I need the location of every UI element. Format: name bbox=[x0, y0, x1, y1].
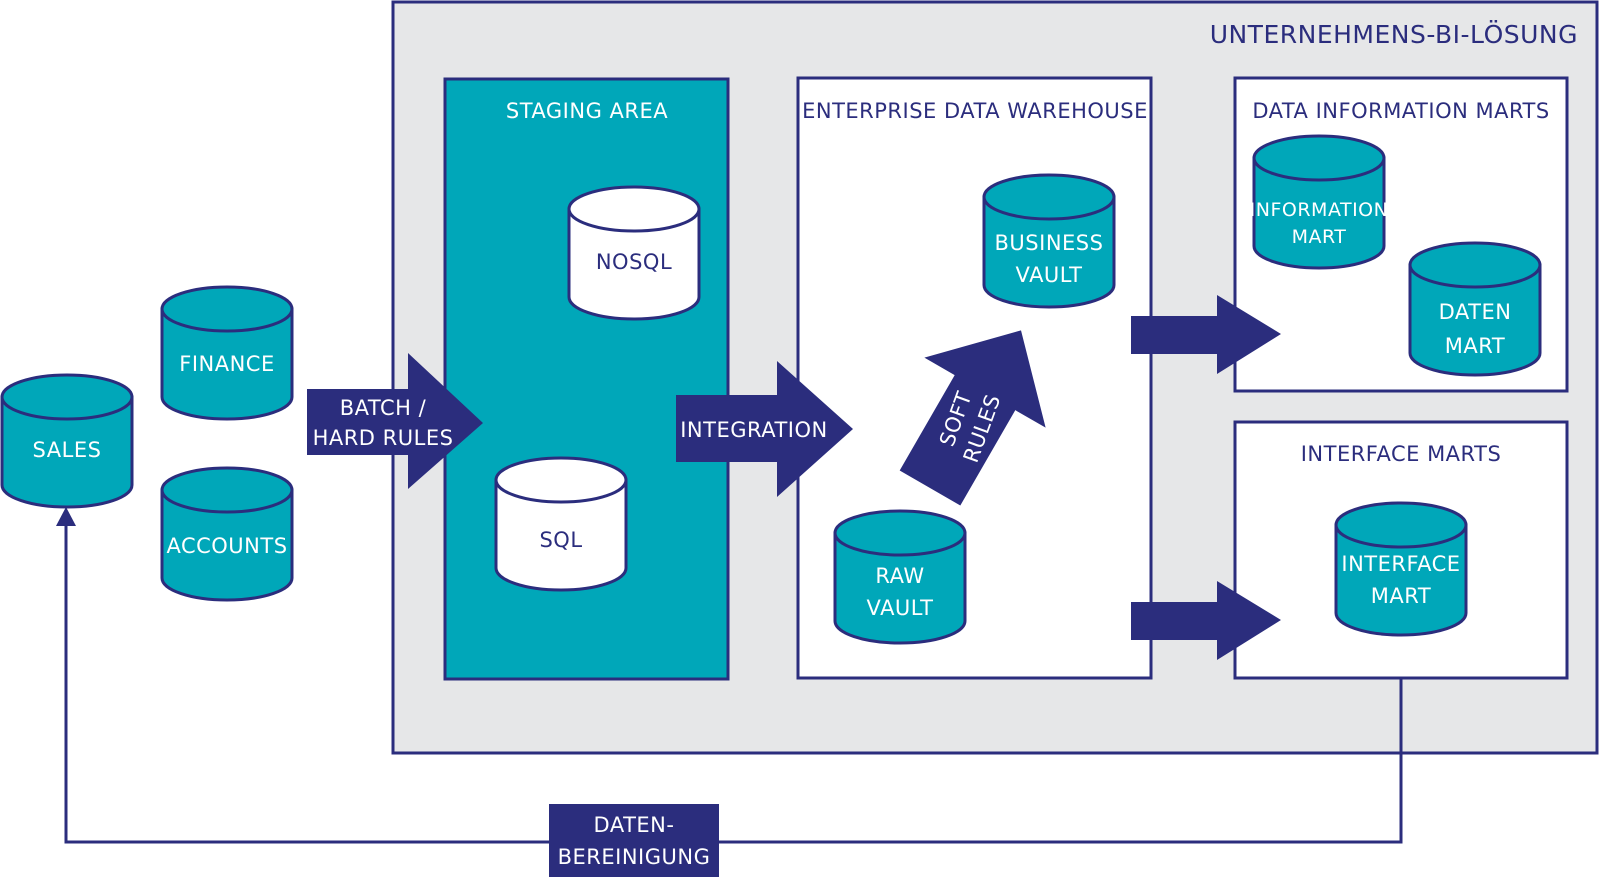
finance-label: FINANCE bbox=[179, 352, 275, 376]
integration-label: INTEGRATION bbox=[680, 418, 828, 442]
data-cleansing-label-box: DATEN- BEREINIGUNG bbox=[549, 804, 719, 877]
finance-cylinder: FINANCE bbox=[160, 285, 294, 421]
accounts-label: ACCOUNTS bbox=[166, 534, 287, 558]
batch-label-1: BATCH / bbox=[340, 396, 427, 420]
daten-mart-label-1: DATEN bbox=[1439, 300, 1512, 324]
business-vault-cylinder: BUSINESS VAULT bbox=[982, 173, 1116, 309]
raw-vault-cylinder: RAW VAULT bbox=[833, 509, 967, 645]
integration-arrow: INTEGRATION bbox=[676, 361, 853, 497]
arrow-to-interface-marts bbox=[1131, 581, 1281, 660]
accounts-cylinder: ACCOUNTS bbox=[160, 466, 294, 602]
information-mart-label-1: INFORMATION bbox=[1250, 199, 1389, 221]
sales-label: SALES bbox=[33, 438, 102, 462]
data-cleansing-label-1: DATEN- bbox=[594, 813, 675, 837]
batch-hard-rules-arrow: BATCH / HARD RULES bbox=[307, 353, 483, 489]
edw-title: ENTERPRISE DATA WAREHOUSE bbox=[802, 99, 1148, 123]
information-mart-label-2: MART bbox=[1292, 226, 1347, 248]
daten-mart-cylinder: DATEN MART bbox=[1408, 241, 1542, 377]
nosql-label: NOSQL bbox=[596, 250, 672, 274]
information-mart-cylinder: INFORMATION MART bbox=[1250, 134, 1389, 270]
data-cleansing-line bbox=[64, 510, 1403, 844]
business-vault-label-2: VAULT bbox=[1016, 263, 1083, 287]
nosql-cylinder: NOSQL bbox=[567, 185, 701, 321]
solution-title: UNTERNEHMENS-BI-LÖSUNG bbox=[1210, 20, 1578, 49]
daten-mart-label-2: MART bbox=[1445, 334, 1505, 358]
dim-title: DATA INFORMATION MARTS bbox=[1252, 99, 1549, 123]
interface-mart-label-1: INTERFACE bbox=[1341, 552, 1460, 576]
sql-cylinder: SQL bbox=[494, 456, 628, 592]
raw-vault-label-2: VAULT bbox=[867, 596, 934, 620]
im-title: INTERFACE MARTS bbox=[1301, 442, 1502, 466]
business-vault-label-1: BUSINESS bbox=[995, 231, 1104, 255]
sales-cylinder: SALES bbox=[0, 373, 134, 509]
interface-mart-cylinder: INTERFACE MART bbox=[1334, 501, 1468, 637]
arrow-to-information-marts bbox=[1131, 295, 1281, 374]
staging-area-title: STAGING AREA bbox=[506, 99, 668, 123]
data-cleansing-label-2: BEREINIGUNG bbox=[558, 845, 711, 869]
raw-vault-label-1: RAW bbox=[875, 564, 924, 588]
sales-arrowhead bbox=[56, 507, 76, 526]
interface-mart-label-2: MART bbox=[1371, 584, 1431, 608]
sql-label: SQL bbox=[539, 528, 582, 552]
batch-label-2: HARD RULES bbox=[313, 426, 454, 450]
